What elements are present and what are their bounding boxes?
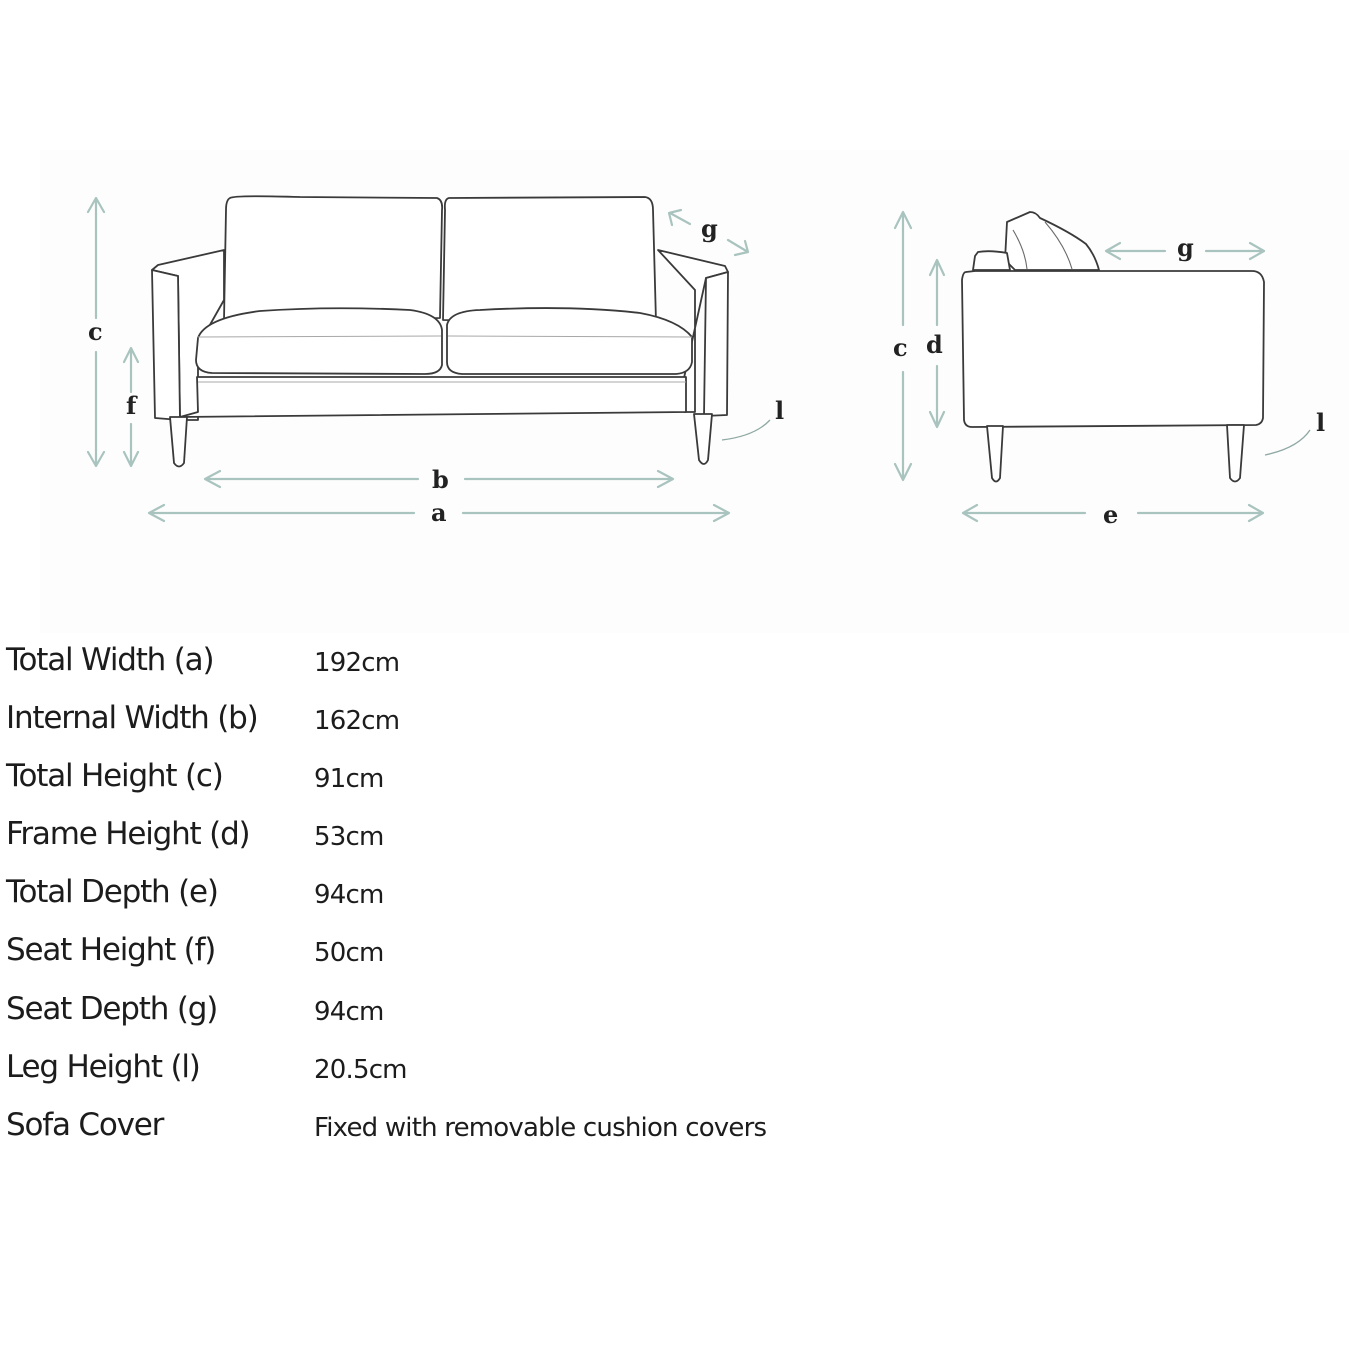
spec-value: 94cm xyxy=(314,880,384,910)
side-back-cushion xyxy=(1004,211,1100,271)
sofa-dimension-diagram: c f b a g l c d xyxy=(86,195,1325,529)
label-e: e xyxy=(1103,500,1118,529)
side-rear-leg xyxy=(1226,424,1245,483)
spec-row-seat-depth: Seat Depth (g) 94cm xyxy=(6,991,906,1049)
label-f: f xyxy=(126,391,138,420)
spec-row-internal-width: Internal Width (b) 162cm xyxy=(6,700,906,758)
spec-label: Seat Depth (g) xyxy=(6,991,218,1027)
spec-value: 91cm xyxy=(314,764,384,794)
label-a: a xyxy=(431,498,447,527)
spec-row-frame-height: Frame Height (d) 53cm xyxy=(6,816,906,874)
seat-cushion-right xyxy=(446,307,693,375)
spec-label: Total Height (c) xyxy=(6,758,224,794)
spec-label: Seat Height (f) xyxy=(6,932,216,968)
front-left-leg xyxy=(169,416,188,468)
spec-value: 162cm xyxy=(314,706,400,736)
label-c-side: c xyxy=(893,333,908,362)
label-b: b xyxy=(432,465,449,494)
spec-value: 94cm xyxy=(314,997,384,1027)
spec-row-seat-height: Seat Height (f) 50cm xyxy=(6,932,906,990)
spec-value: Fixed with removable cushion covers xyxy=(314,1113,767,1143)
label-d: d xyxy=(926,330,943,359)
side-dimension-arrows xyxy=(893,210,1266,523)
spec-row-leg-height: Leg Height (l) 20.5cm xyxy=(6,1049,906,1107)
label-l-side: l xyxy=(1316,408,1325,437)
spec-row-total-height: Total Height (c) 91cm xyxy=(6,758,906,816)
side-front-leg xyxy=(986,425,1004,483)
spec-value: 53cm xyxy=(314,822,384,852)
spec-label: Leg Height (l) xyxy=(6,1049,201,1085)
spec-value: 20.5cm xyxy=(314,1055,408,1085)
label-g-front: g xyxy=(701,214,718,243)
label-l-front: l xyxy=(775,396,784,425)
spec-value: 50cm xyxy=(314,938,384,968)
spec-row-sofa-cover: Sofa Cover Fixed with removable cushion … xyxy=(6,1107,906,1165)
side-rear-cushion xyxy=(972,250,1011,271)
spec-row-total-depth: Total Depth (e) 94cm xyxy=(6,874,906,932)
side-frame xyxy=(961,270,1265,428)
spec-value: 192cm xyxy=(314,648,400,678)
front-view: c f b a g l xyxy=(86,195,784,527)
back-cushion-left xyxy=(223,195,444,321)
label-c-front: c xyxy=(88,317,103,346)
spec-label: Frame Height (d) xyxy=(6,816,251,852)
base xyxy=(179,376,687,418)
side-view: c d g e l xyxy=(893,210,1325,529)
right-arm-front xyxy=(703,271,729,417)
left-arm-front xyxy=(151,269,181,421)
spec-label: Sofa Cover xyxy=(6,1107,164,1143)
spec-row-total-width: Total Width (a) 192cm xyxy=(6,642,906,700)
front-dimension-arrows xyxy=(86,196,750,523)
seat-cushion-left xyxy=(195,307,443,375)
label-g-side: g xyxy=(1177,233,1194,262)
spec-label: Total Depth (e) xyxy=(6,874,219,910)
spec-label: Total Width (a) xyxy=(6,642,215,678)
spec-label: Internal Width (b) xyxy=(6,700,259,736)
front-right-leg xyxy=(693,413,713,465)
back-cushion-right xyxy=(442,196,657,323)
